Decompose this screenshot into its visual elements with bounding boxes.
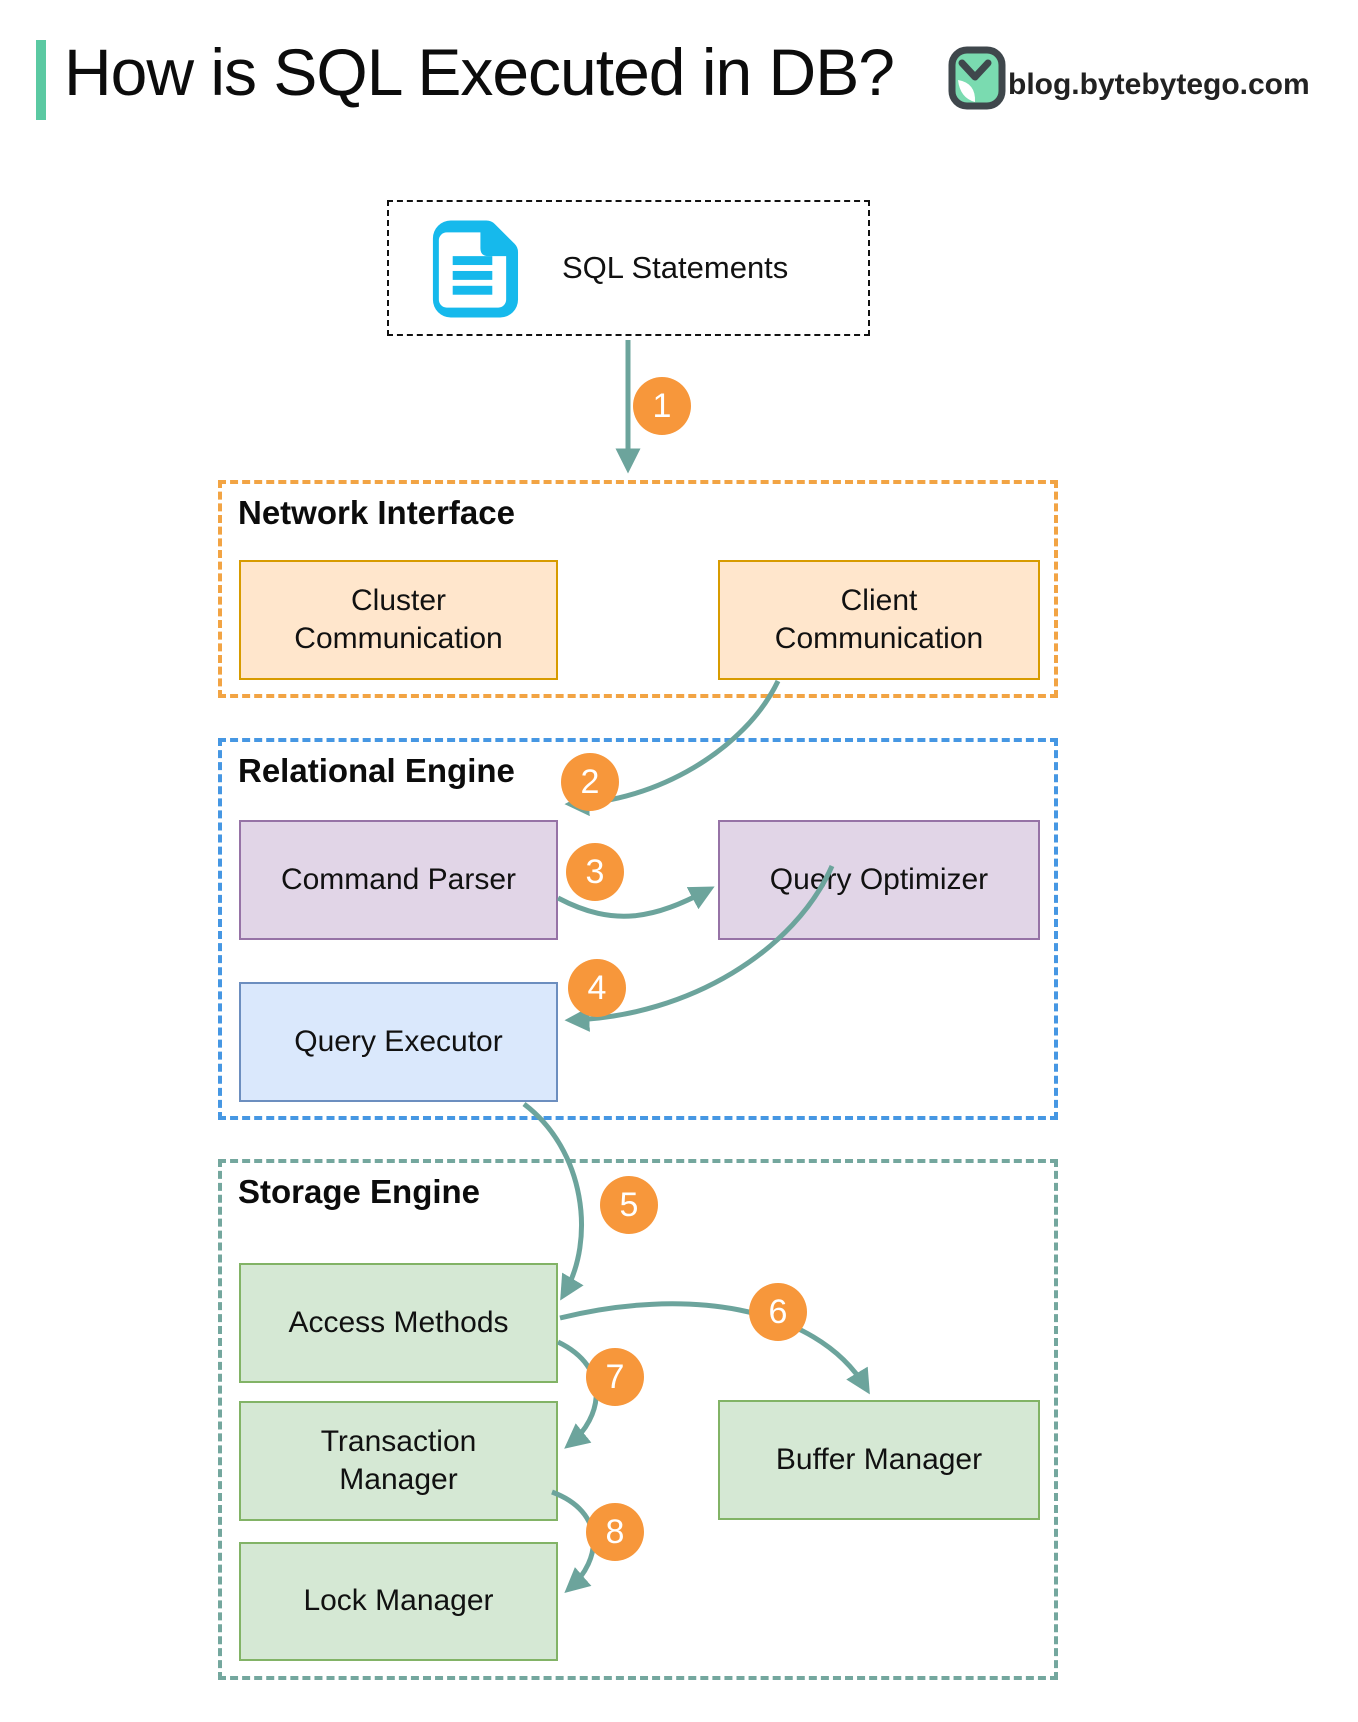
section-title-storage-engine: Storage Engine (238, 1173, 481, 1210)
node-label: Buffer Manager (775, 1442, 983, 1476)
node-command-parser: Command Parser (239, 820, 558, 940)
node-client-communication: Client Communication (718, 560, 1040, 680)
step-badge-2: 2 (561, 753, 619, 811)
step-badge-5: 5 (600, 1176, 658, 1234)
node-query-optimizer: Query Optimizer (718, 820, 1040, 940)
node-transaction-manager: Transaction Manager (239, 1401, 558, 1521)
node-query-executor: Query Executor (239, 982, 558, 1102)
section-storage-engine: Storage Engine (218, 1159, 1058, 1680)
step-badge-6: 6 (749, 1283, 807, 1341)
node-label: Query Optimizer (769, 862, 989, 896)
node-label: Client Communication (774, 583, 984, 655)
bytebytego-logo-icon (948, 46, 1006, 110)
step-badge-1: 1 (633, 377, 691, 435)
step-badge-3: 3 (566, 843, 624, 901)
sql-statements-label: SQL Statements (562, 250, 789, 285)
node-label: Command Parser (280, 862, 517, 896)
node-label: Query Executor (294, 1024, 503, 1058)
section-title-network-interface: Network Interface (238, 494, 515, 531)
node-cluster-communication: Cluster Communication (239, 560, 558, 680)
sql-statements-box: SQL Statements (387, 200, 870, 336)
node-label: Access Methods (288, 1305, 509, 1339)
title-accent-bar (36, 40, 46, 120)
step-badge-8: 8 (586, 1503, 644, 1561)
node-lock-manager: Lock Manager (239, 1542, 558, 1661)
step-badge-7: 7 (586, 1348, 644, 1406)
page-title: How is SQL Executed in DB? (64, 35, 895, 109)
node-buffer-manager: Buffer Manager (718, 1400, 1040, 1520)
step-badge-4: 4 (568, 959, 626, 1017)
node-label: Transaction Manager (320, 1424, 477, 1496)
brand-url: blog.bytebytego.com (1008, 68, 1310, 101)
node-access-methods: Access Methods (239, 1263, 558, 1383)
section-title-relational-engine: Relational Engine (238, 752, 515, 789)
sql-document-icon (432, 220, 519, 318)
node-label: Lock Manager (303, 1584, 494, 1618)
node-label: Cluster Communication (294, 583, 503, 655)
